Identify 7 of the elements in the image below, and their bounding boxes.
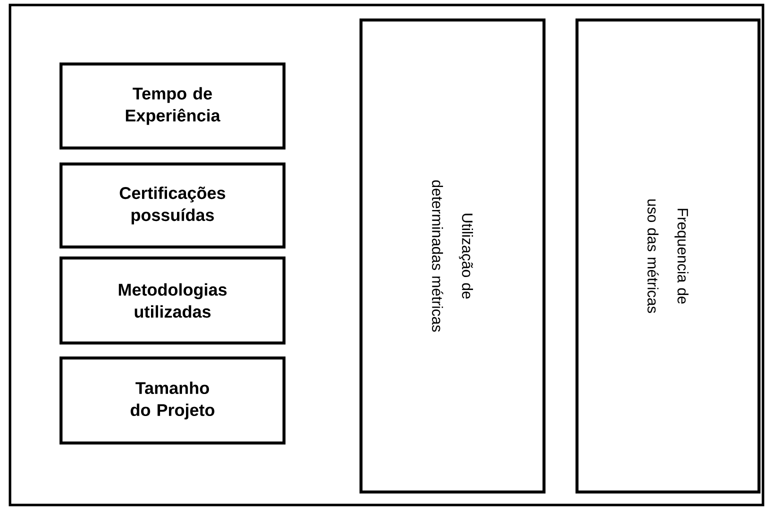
factor-box: Certificações possuídas (60, 162, 286, 248)
frame-box (8, 4, 764, 506)
factor-box: Metodologias utilizadas (60, 256, 286, 344)
factor-box: Tempo de Experiência (60, 62, 286, 150)
vertical-box: Utilização de determinadas métricas (360, 18, 546, 494)
vertical-box: Frequencia de uso das métricas (576, 18, 760, 494)
factor-box: Tamanho do Projeto (60, 356, 286, 444)
